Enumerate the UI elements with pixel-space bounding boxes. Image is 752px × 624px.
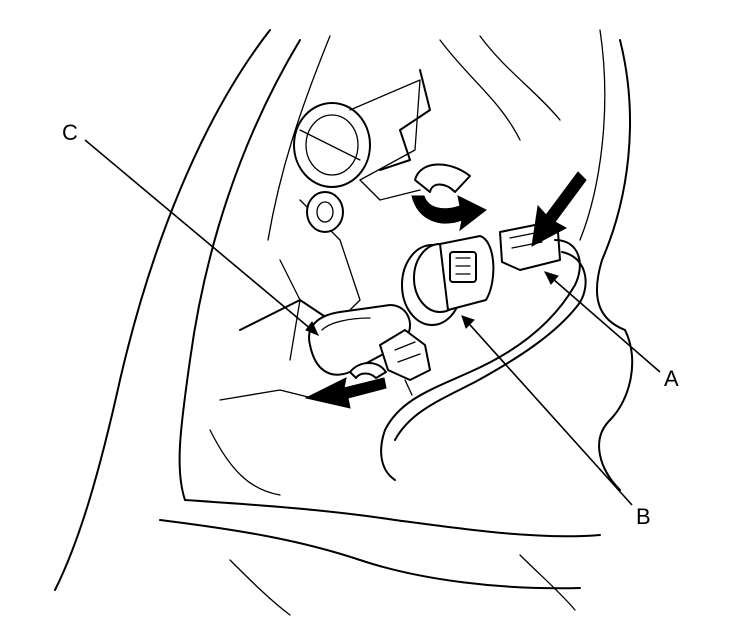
callout-c: C [62,120,78,145]
panel-sheet [349,79,421,201]
callout-b: B [636,504,651,529]
bulb-c [308,304,431,396]
housing-outline [54,29,634,616]
callout-a: A [664,366,679,391]
rotate-arrow-icon [411,163,487,232]
leader-lines [84,139,661,506]
leader-b [461,315,633,506]
rear-socket-ring [293,102,371,233]
leader-a [544,271,661,373]
leader-c [84,139,319,336]
pull-arrow-icon [531,171,587,247]
bulb-remove-arrow-icon [304,362,387,409]
bulb-socket-b [401,235,495,326]
